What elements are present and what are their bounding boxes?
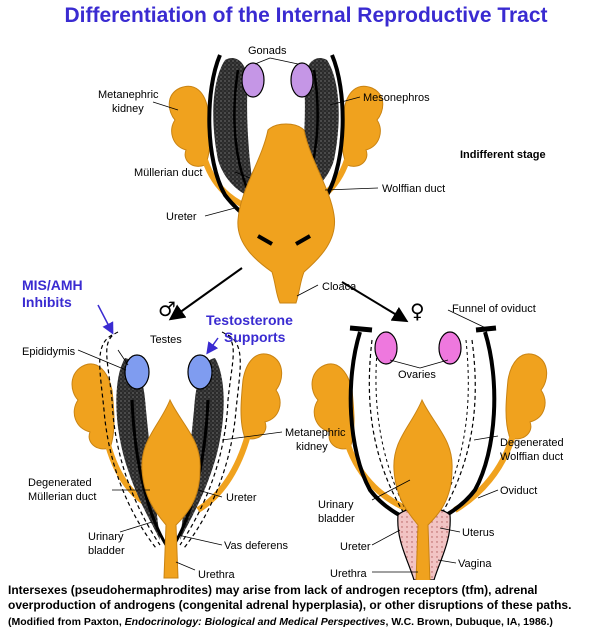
diagram-title: Differentiation of the Internal Reproduc… [64, 4, 548, 27]
credit-book-title: Endocrinology: Biological and Medical Pe… [124, 616, 386, 628]
label-inhibits: Inhibits [22, 294, 72, 310]
label-ureter-male: Ureter [226, 492, 257, 504]
label-ureter-female: Ureter [340, 541, 371, 553]
arrow-to-male [168, 267, 243, 321]
male-left-testis [124, 354, 150, 390]
caption-text: Intersexes (pseudohermaphrodites) may ar… [8, 583, 572, 612]
label-ovaries: Ovaries [398, 369, 436, 381]
label-metanephric-male-1: Metanephric [285, 427, 346, 439]
cloaca-bladder [237, 123, 336, 304]
male-bladder [141, 398, 201, 579]
left-gonad [241, 62, 265, 98]
label-mis-amh: MIS/AMH [22, 277, 83, 293]
male-right-kidney [240, 353, 283, 440]
label-uterus: Uterus [462, 527, 495, 539]
label-wolffian-duct: Wolffian duct [382, 183, 445, 195]
label-testosterone: Testosterone [206, 312, 293, 328]
label-urinary-female-2: bladder [318, 513, 355, 525]
female-figure [311, 325, 548, 580]
male-right-testis [187, 354, 213, 390]
label-vagina: Vagina [458, 558, 492, 570]
label-oviduct: Oviduct [500, 485, 537, 497]
arrow-to-female [341, 281, 409, 323]
label-urethra-male: Urethra [198, 569, 236, 580]
label-mullerian-duct: Müllerian duct [134, 167, 202, 179]
indifferent-stage-figure [168, 54, 384, 304]
label-degenerated-mullerian-1: Degenerated [28, 477, 92, 489]
credit-prefix: (Modified from Paxton, [8, 616, 125, 628]
right-gonad [290, 62, 314, 98]
label-degenerated-wolffian-1: Degenerated [500, 437, 564, 449]
label-urinary-female-1: Urinary [318, 499, 354, 511]
label-cloaca: Cloaca [322, 281, 357, 293]
label-ureter-top: Ureter [166, 211, 197, 223]
male-figure [71, 331, 283, 579]
label-epididymis: Epididymis [22, 346, 76, 358]
label-metanephric-top-1: Metanephric [98, 89, 159, 101]
label-vas-deferens: Vas deferens [224, 540, 289, 552]
label-degenerated-mullerian-2: Müllerian duct [28, 491, 96, 503]
female-right-kidney [505, 353, 548, 440]
label-testes: Testes [150, 334, 182, 346]
female-right-ovary [438, 331, 462, 365]
reproductive-tract-diagram: Gonads Metanephric kidney Mesonephros In… [22, 45, 564, 580]
credit-line: (Modified from Paxton, Endocrinology: Bi… [8, 616, 608, 628]
label-mesonephros: Mesonephros [363, 92, 430, 104]
label-gonads: Gonads [248, 45, 287, 57]
label-urinary-male-2: bladder [88, 545, 125, 557]
female-bladder [393, 398, 453, 580]
credit-suffix: , W.C. Brown, Dubuque, IA, 1986.) [385, 616, 553, 628]
label-indifferent-stage: Indifferent stage [460, 149, 546, 161]
female-left-ovary [374, 331, 398, 365]
right-metanephric-kidney [341, 85, 384, 167]
label-urethra-female: Urethra [330, 568, 368, 580]
label-supports: Supports [224, 329, 286, 345]
label-metanephric-top-2: kidney [112, 103, 144, 115]
label-urinary-male-1: Urinary [88, 531, 124, 543]
female-symbol: ♀ [410, 299, 425, 323]
label-metanephric-male-2: kidney [296, 441, 328, 453]
male-symbol: ♂ [158, 297, 176, 321]
left-metanephric-kidney [168, 85, 211, 167]
label-degenerated-wolffian-2: Wolffian duct [500, 451, 563, 463]
label-funnel-oviduct: Funnel of oviduct [452, 303, 536, 315]
